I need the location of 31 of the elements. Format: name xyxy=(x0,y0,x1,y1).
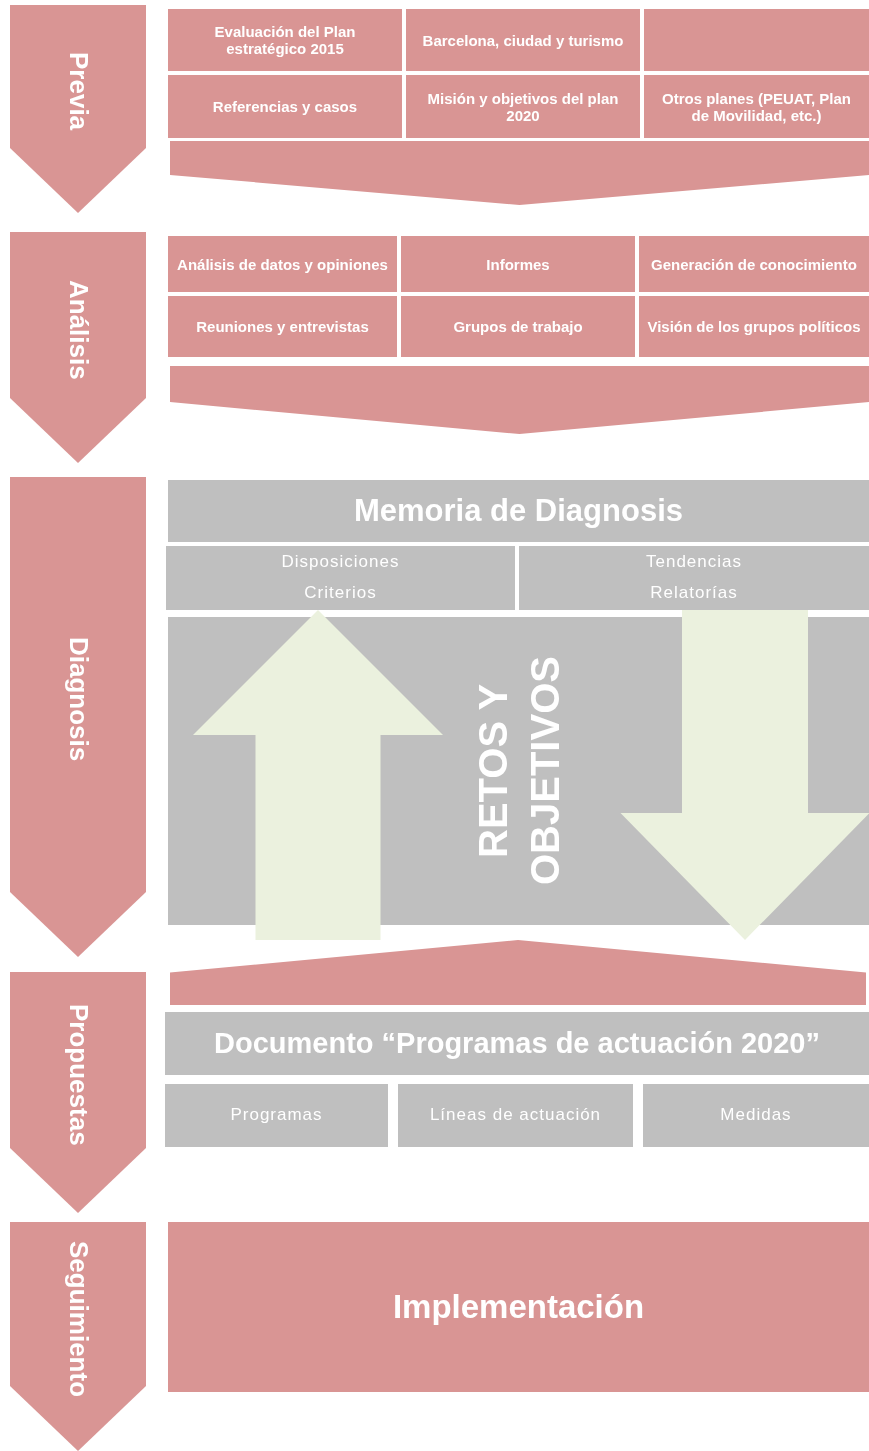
box-text: Criterios xyxy=(304,582,377,604)
stage-label: Análisis xyxy=(62,280,94,380)
step-box: Barcelona, ciudad y turismo xyxy=(406,9,640,71)
box-text: Relatorías xyxy=(650,582,738,604)
step-box: Análisis de datos y opiniones xyxy=(168,236,397,292)
document-box xyxy=(519,546,869,610)
document-box: Líneas de actuación xyxy=(398,1084,633,1147)
step-box: Misión y objetivos del plan 2020 xyxy=(406,75,640,138)
stage-label: Seguimiento xyxy=(62,1241,94,1397)
step-box: Reuniones y entrevistas xyxy=(168,296,397,357)
stage-label: Propuestas xyxy=(62,1004,94,1146)
document-box xyxy=(166,546,515,610)
stage-label: Diagnosis xyxy=(62,637,94,762)
rotated-heading: RETOS Y OBJETIVOS xyxy=(469,655,568,888)
step-box: Informes xyxy=(401,236,635,292)
step-box: Referencias y casos xyxy=(168,75,402,138)
document-box: Memoria de Diagnosis xyxy=(168,480,869,542)
step-box: Visión de los grupos políticos xyxy=(639,296,869,357)
stage-label: Previa xyxy=(62,52,94,131)
box-text: Disposiciones xyxy=(281,551,400,574)
box-text: Tendencias xyxy=(646,551,742,574)
document-box: Documento “Programas de actuación 2020” xyxy=(165,1012,869,1075)
step-box: Otros planes (PEUAT, Plan de Movilidad, etc.) xyxy=(644,75,869,138)
block-arrow xyxy=(620,610,869,940)
document-box: Programas xyxy=(165,1084,388,1147)
document-box: Medidas xyxy=(643,1084,869,1147)
step-box: Implementación xyxy=(168,1222,869,1392)
step-box: Generación de conocimiento xyxy=(639,236,869,292)
step-box: Evaluación del Plan estratégico 2015 xyxy=(168,9,402,71)
step-box: Grupos de trabajo xyxy=(401,296,635,357)
block-arrow xyxy=(193,610,443,940)
